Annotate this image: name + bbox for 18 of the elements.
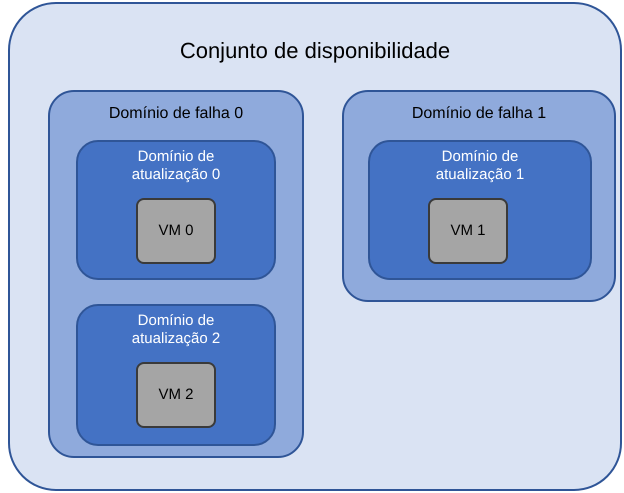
update-domain-title: Domínio de atualização 1 <box>434 148 526 184</box>
update-domain-box <box>76 304 276 446</box>
fault-domain-title: Domínio de falha 0 <box>108 104 244 124</box>
set-title: Conjunto de disponibilidade <box>180 38 450 64</box>
vm-label: VM 2 <box>158 386 194 404</box>
vm-label: VM 0 <box>158 222 194 240</box>
fault-domain-title: Domínio de falha 1 <box>412 104 546 124</box>
fault-domain-box <box>48 90 304 458</box>
update-domain-box <box>76 140 276 280</box>
vm-label: VM 1 <box>450 222 486 240</box>
vm-box <box>136 362 216 428</box>
availability-set-container <box>8 2 622 491</box>
vm-box <box>428 198 508 264</box>
update-domain-title: Domínio de atualização 0 <box>130 148 222 184</box>
update-domain-title: Domínio de atualização 2 <box>130 312 222 348</box>
vm-box <box>136 198 216 264</box>
update-domain-box <box>368 140 592 280</box>
fault-domain-box <box>342 90 616 302</box>
